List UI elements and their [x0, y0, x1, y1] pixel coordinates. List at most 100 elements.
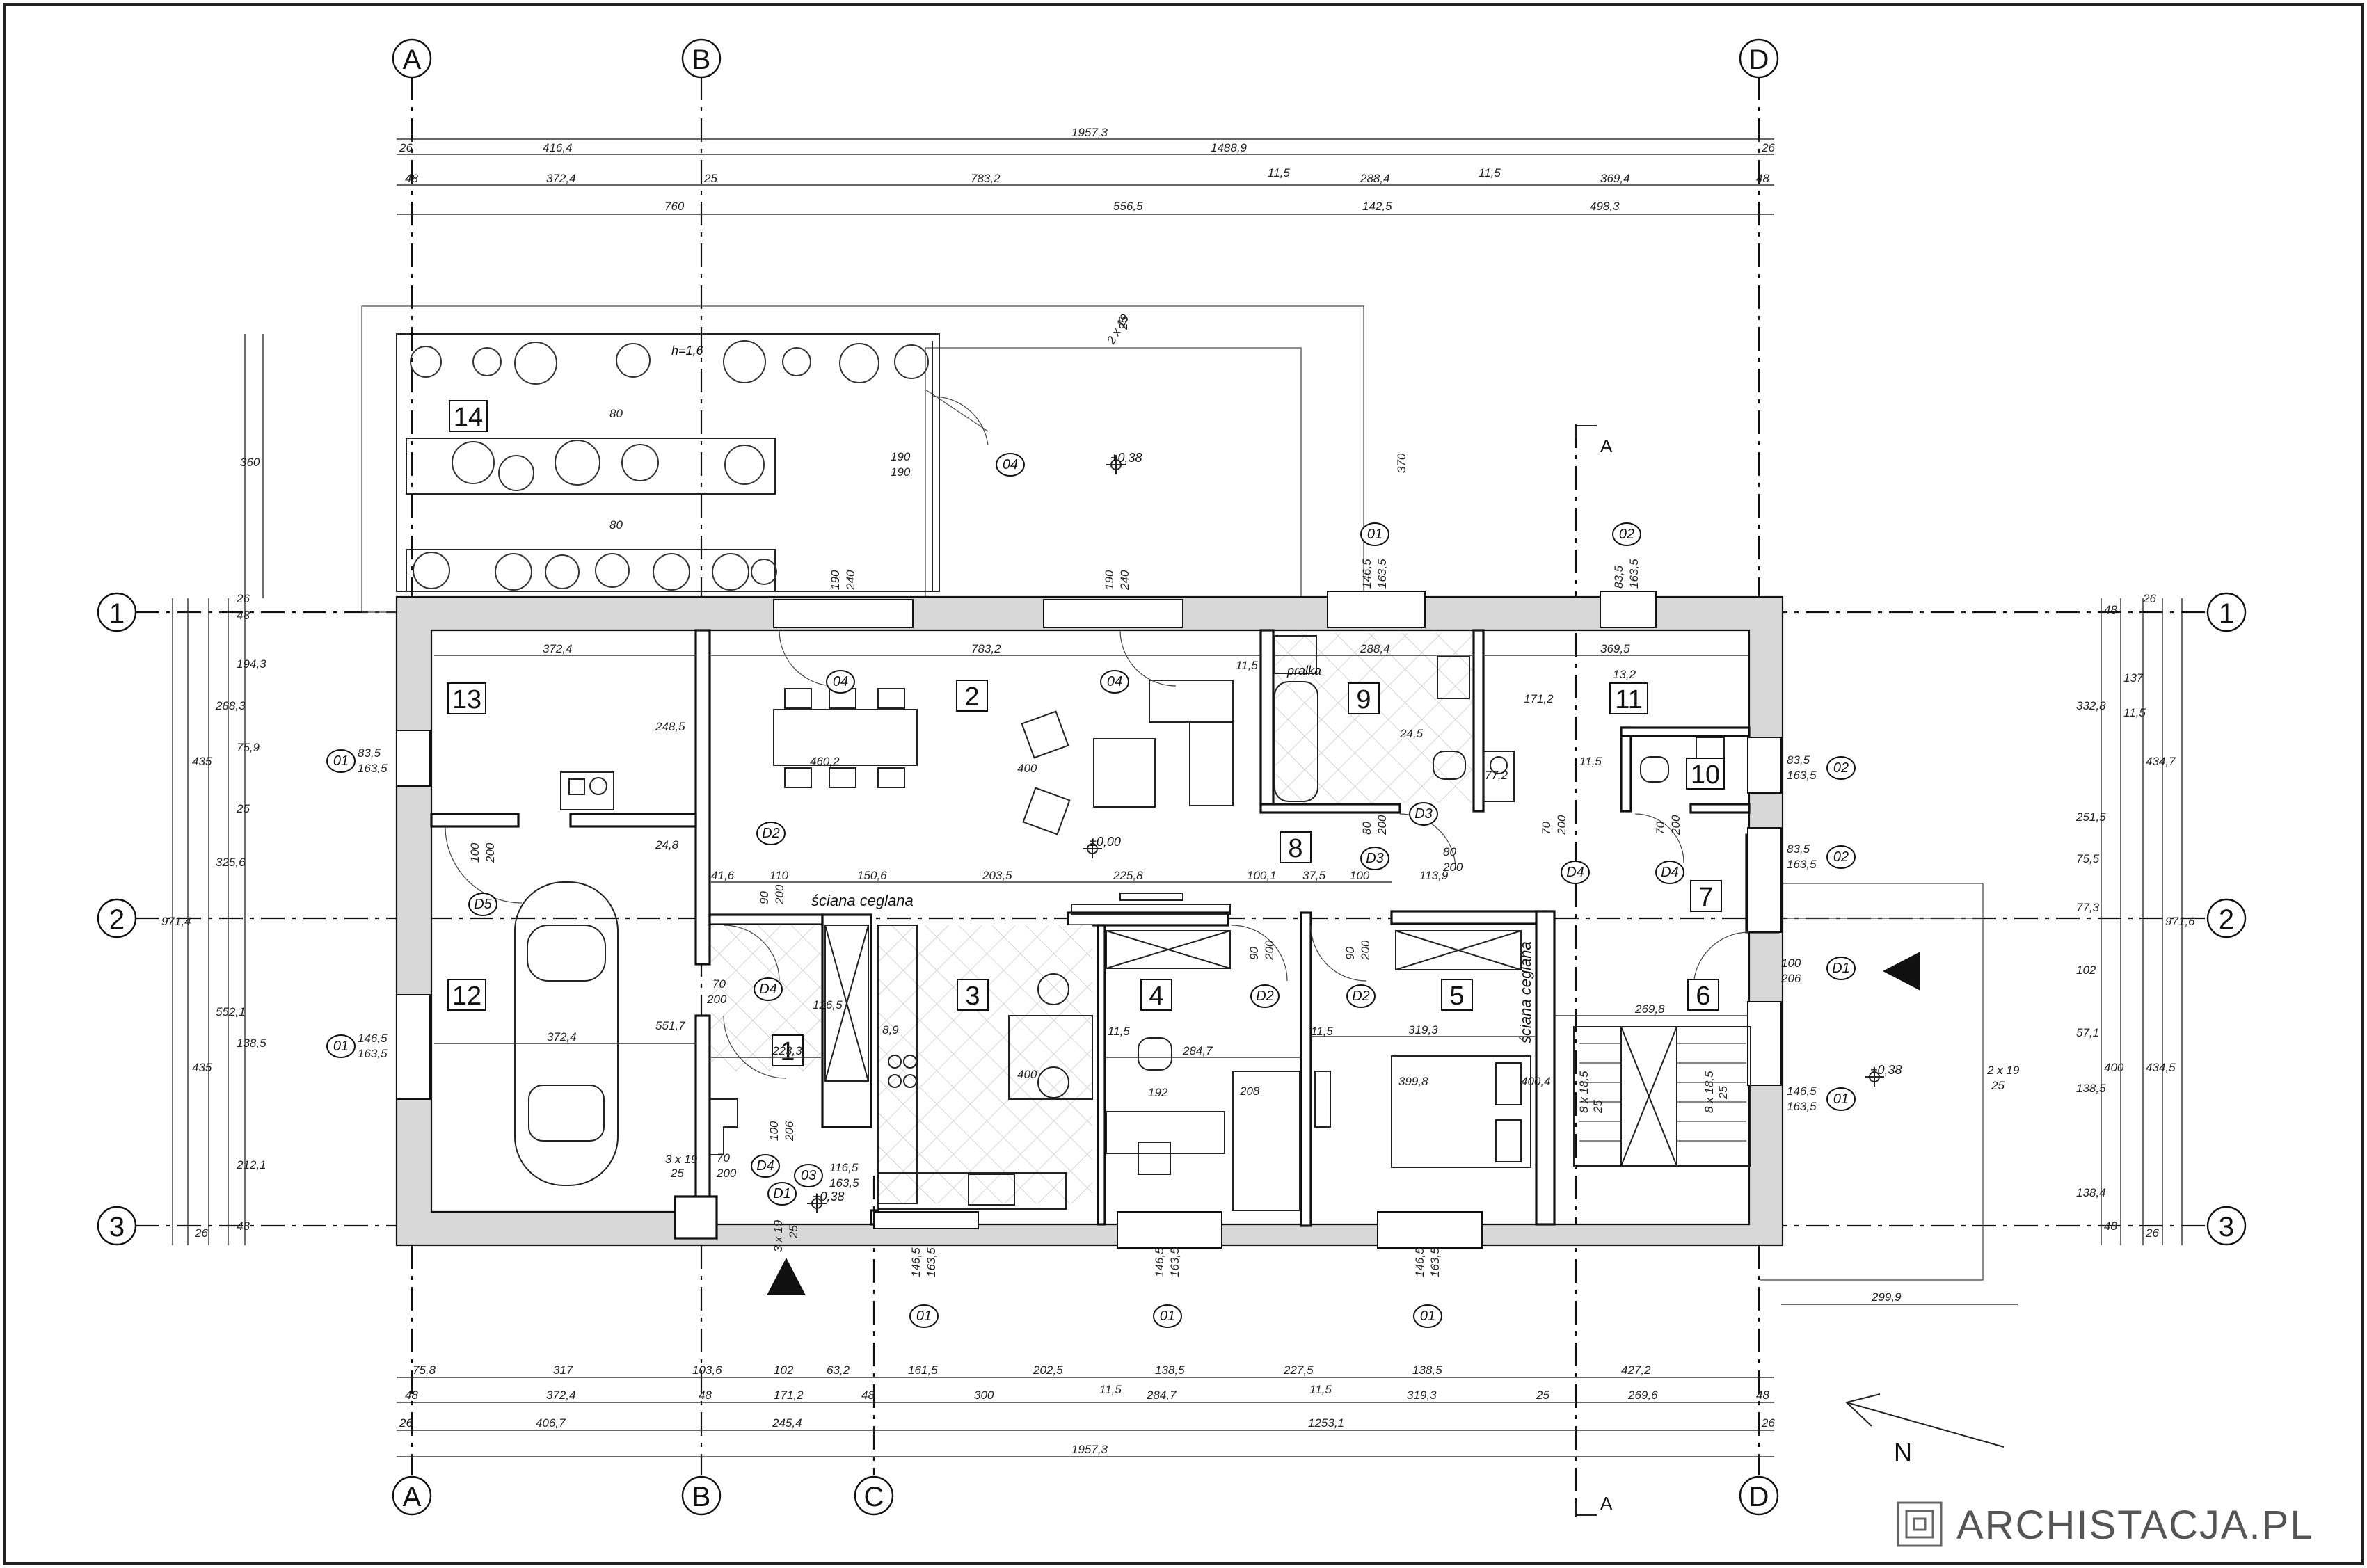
window-tag-w: 146,5	[1153, 1247, 1166, 1277]
shrub-icon	[621, 444, 659, 481]
dim-top-r3-1: 48	[405, 172, 418, 185]
dim-bot-r3-5: 26	[1761, 1416, 1775, 1430]
shrub-icon	[724, 445, 765, 485]
room-number-8: 8	[1288, 834, 1302, 863]
brand-name: ARCHISTACJA.PL	[1956, 1503, 2314, 1548]
idim-11: 225,8	[1113, 869, 1143, 882]
dim-bot-r1-2: 317	[553, 1363, 573, 1377]
axis-label-bottom-A: A	[403, 1482, 422, 1512]
axis-label-left-1: 1	[109, 598, 125, 629]
stair-inner-note-1b: 25	[1591, 1100, 1604, 1114]
double-bed	[1391, 1055, 1531, 1168]
dim-right-17: 48	[2104, 1219, 2117, 1233]
idim-25: 248,5	[655, 720, 685, 733]
window-tag-code: 04	[833, 674, 848, 689]
dim-left-12: 435	[192, 1061, 212, 1074]
dim-bot-r2-8: 284,7	[1146, 1389, 1177, 1402]
idim-27: 551,7	[655, 1019, 685, 1032]
shrub-icon	[723, 340, 766, 383]
brick-wall-note: ściana ceglana	[811, 892, 914, 909]
dim-top-r3-3: 25	[703, 172, 717, 185]
fireplace	[560, 771, 614, 810]
shrub-icon	[751, 559, 777, 585]
dim-left-13: 212,1	[236, 1158, 266, 1171]
dim-bot-r2-13: 48	[1756, 1389, 1769, 1402]
axis-label-top-A: A	[403, 45, 422, 75]
dim-bot-r2-7: 11,5	[1099, 1383, 1122, 1396]
armchair	[1021, 710, 1069, 759]
room-number-2: 2	[964, 682, 979, 712]
dim-bot-r2-4: 171,2	[774, 1389, 804, 1402]
window-tag-code: 01	[916, 1309, 932, 1324]
dim-left-10: 552,1	[216, 1005, 246, 1018]
idim-32: 400,4	[1521, 1075, 1551, 1088]
wall-room4-w	[1097, 924, 1106, 1226]
idim-16: 223,3	[772, 1044, 802, 1057]
stool	[1037, 973, 1069, 1005]
dim-bot-r2-5: 48	[861, 1389, 875, 1402]
window-tag-h: 163,5	[1428, 1247, 1442, 1277]
door-tag-w: 90	[1248, 947, 1261, 960]
room-number-9: 9	[1356, 685, 1371, 714]
idim-28: 126,5	[813, 998, 843, 1011]
window-tag-h: 163,5	[1168, 1247, 1181, 1277]
washer-note: pralka	[1286, 664, 1321, 678]
axis-label-right-1: 1	[2219, 598, 2234, 629]
wall-garage-east-low	[694, 1014, 711, 1226]
dim-bot-total: 1957,3	[1071, 1443, 1108, 1456]
shrub-icon	[498, 455, 534, 491]
idim-18: 284,7	[1182, 1044, 1213, 1057]
dim-bot-r2-12: 269,6	[1627, 1389, 1658, 1402]
door-tag-code: D4	[1661, 865, 1679, 880]
axis-bubble-top-D	[1739, 38, 1779, 79]
door-tag-w: 100	[1781, 957, 1801, 970]
window-tag-h: 163,5	[1376, 559, 1389, 589]
idim-1: 372,4	[543, 642, 573, 655]
dim-right-14: 434,5	[2146, 1061, 2176, 1074]
axis-bubble-right-3	[2206, 1206, 2247, 1246]
dim-left-2: 48	[237, 609, 250, 622]
section-label-bottom: A	[1600, 1493, 1613, 1514]
dim-right-13: 400	[2104, 1061, 2124, 1074]
window-tag-w: 83,5	[1787, 753, 1810, 767]
stool	[1037, 1066, 1069, 1098]
wall-room4-n	[1067, 911, 1229, 927]
dim-top-r4-2: 556,5	[1113, 200, 1143, 213]
axis-bubble-top-B	[681, 38, 722, 79]
idim-30: 400	[1017, 1068, 1037, 1081]
dim-bot-r1-3: 103,6	[692, 1363, 722, 1377]
door-tag-code: D1	[1832, 961, 1850, 976]
shrub-icon	[712, 553, 749, 591]
door-tag-code: D4	[1566, 865, 1584, 880]
wall-room10-s	[1689, 803, 1751, 814]
axis-bubble-top-A	[392, 38, 432, 79]
door-tag-h: 200	[1359, 940, 1372, 961]
shaft	[1483, 751, 1515, 802]
axis-bubble-bottom-C	[854, 1475, 894, 1516]
stairs-top-note-b: 25	[1117, 317, 1130, 330]
shrub-icon	[555, 440, 600, 486]
dim-right-15: 138,5	[2076, 1082, 2106, 1095]
washbasin	[1437, 656, 1470, 699]
dim-bot-r3-2: 406,7	[536, 1416, 566, 1430]
interior-dimensions: 372,4 783,2 288,4 369,5 11,5 372,4 41,6 …	[434, 642, 1748, 1099]
dimensions-bottom: 75,8 317 103,6 102 63,2 161,5 202,5 138,…	[397, 1363, 1775, 1457]
door-tag-h: 206	[783, 1121, 796, 1142]
coffee-table	[1093, 738, 1156, 808]
axis-label-left-3: 3	[109, 1212, 125, 1242]
room-number-labels: 1 2 3 4 5 6 7 8 9 10 11 12 13 14	[452, 403, 1720, 1066]
window-tag-code: 01	[1833, 1091, 1849, 1107]
room-number-4: 4	[1149, 982, 1163, 1011]
dim-top-r4-4: 498,3	[1590, 200, 1620, 213]
dim-top-total: 1957,3	[1071, 126, 1108, 139]
dim-bot-r2-11: 25	[1536, 1389, 1549, 1402]
axis-label-left-2: 2	[109, 904, 125, 935]
room-number-1: 1	[780, 1037, 795, 1066]
door-tag-w: 70	[1540, 822, 1553, 835]
dim-left-3: 194,3	[237, 657, 266, 671]
shrub-icon	[595, 553, 630, 588]
window-tag-code: 04	[1003, 457, 1018, 472]
notes: ściana ceglana ściana ceglana pralka 2 x…	[665, 312, 2020, 1252]
idim-37: 13,2	[1613, 668, 1636, 681]
